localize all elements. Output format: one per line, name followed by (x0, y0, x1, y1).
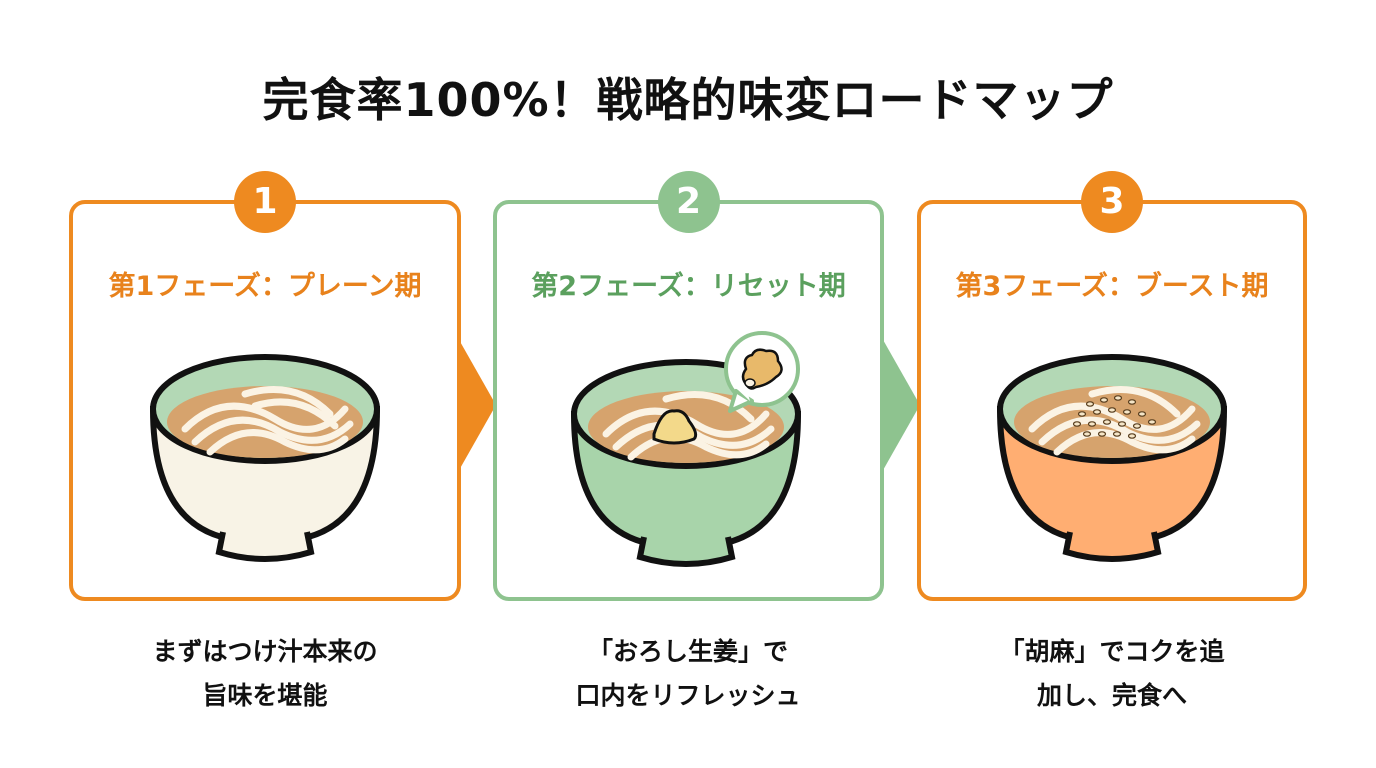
phase-3-title: 第3フェーズ：ブースト期 (955, 271, 1269, 302)
phase-2-title: 第2フェーズ：リセット期 (531, 271, 846, 302)
step-badge-3: 3 (1081, 171, 1143, 233)
udon-bowl-sesame-icon (982, 334, 1242, 568)
arrow-right-icon (458, 330, 500, 474)
phase-2-caption: 「おろし生姜」で 口内をリフレッシュ (488, 630, 888, 718)
phase-1-caption: まずはつけ汁本来の 旨味を堪能 (65, 630, 465, 718)
page-title: 完食率100%！戦略的味変ロードマップ (262, 73, 1114, 127)
phase-1-caption-line-1: まずはつけ汁本来の (152, 637, 378, 666)
phase-3-caption: 「胡麻」でコクを追 加し、完食へ (912, 630, 1312, 718)
arrow-right-icon (882, 330, 924, 474)
grated-ginger-icon (652, 409, 697, 445)
sesame-seeds-icon (1072, 395, 1157, 439)
phase-1-title: 第1フェーズ：プレーン期 (108, 271, 422, 302)
ginger-callout-icon (723, 331, 800, 413)
phase-1-card: 1 第1フェーズ：プレーン期 (69, 171, 461, 601)
phase-2-card: 2 第2フェーズ：リセット期 (493, 171, 884, 601)
phase-3-caption-line-2: 加し、完食へ (1036, 681, 1187, 710)
phase-2-caption-line-1: 「おろし生姜」で (587, 637, 788, 666)
udon-bowl-ginger-icon (554, 329, 824, 573)
phase-3-caption-line-1: 「胡麻」でコクを追 (999, 637, 1225, 666)
step-badge-2: 2 (657, 171, 720, 233)
step-badge-1: 1 (234, 171, 296, 233)
udon-bowl-plain-icon (135, 334, 395, 568)
phase-3-card: 3 第3フェーズ：ブースト期 (917, 171, 1307, 601)
phase-2-caption-line-2: 口内をリフレッシュ (575, 681, 801, 710)
phase-1-caption-line-2: 旨味を堪能 (202, 681, 328, 710)
